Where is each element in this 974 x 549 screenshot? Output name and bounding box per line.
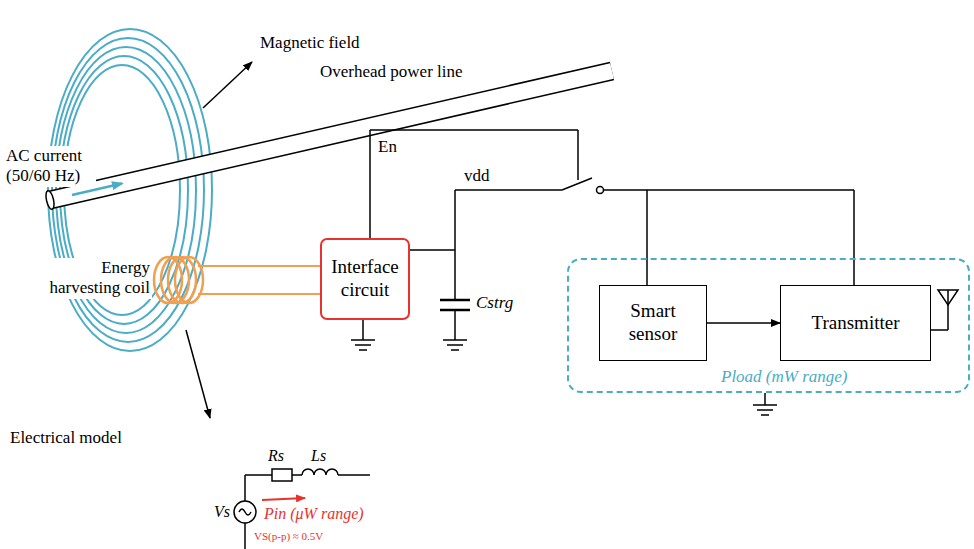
wire (245, 474, 272, 476)
ground-bar (761, 414, 769, 416)
wire (455, 189, 562, 191)
component-label: Vs (212, 502, 232, 521)
power-arrow (262, 498, 305, 500)
ground-symbol (351, 320, 375, 350)
coil-turn (168, 257, 196, 303)
harvesting-coil (154, 257, 203, 303)
wire (454, 190, 456, 300)
wire (362, 320, 364, 340)
wire (244, 523, 246, 549)
leader-arrow (186, 330, 210, 418)
node-text: Pload (mW range) (719, 367, 850, 387)
wire (292, 474, 302, 476)
component-label: Cstrg (474, 293, 515, 313)
signal-name: En (376, 137, 399, 157)
wire (853, 190, 855, 285)
wire (369, 130, 371, 238)
coil-circuit-model (234, 469, 370, 549)
switch-terminal (597, 187, 604, 194)
interface-box: Interface circuit (320, 238, 410, 320)
antenna-symbol (929, 290, 958, 330)
ground-bar (443, 339, 467, 341)
field-label: Magnetic field (258, 33, 362, 53)
signal-arrow (707, 322, 780, 324)
wire (947, 290, 949, 330)
wire (454, 310, 456, 340)
node-text: Interface circuit (322, 256, 408, 302)
ground-bar (451, 349, 459, 351)
ground-bar (351, 339, 375, 341)
leader-arrow (203, 62, 252, 108)
source-wave (239, 509, 251, 515)
switch-blade (562, 178, 592, 190)
wire (604, 189, 854, 191)
capacitor-plate (440, 299, 470, 302)
voltage-source (234, 501, 256, 523)
resistor-symbol (272, 469, 292, 481)
wire (244, 475, 246, 501)
coil-lead (198, 265, 320, 267)
component-label: Ls (309, 446, 328, 465)
voltage-note: VS(p-p) ≈ 0.5V (252, 530, 325, 543)
wire (406, 249, 455, 251)
ground-bar (447, 344, 463, 346)
ground-bar (753, 404, 777, 406)
wire (577, 130, 579, 180)
coil-lead (198, 293, 320, 295)
ground-bar (757, 409, 773, 411)
load-region: Pload (mW range) Smart sensor Transmitter (567, 258, 970, 393)
wire (929, 329, 948, 331)
power-line-outline (50, 71, 612, 200)
power-label: Pin (μW range) (262, 504, 366, 523)
line-label: Overhead power line (318, 62, 465, 82)
transmitter-box: Transmitter (780, 285, 931, 361)
current-label: AC current (50/60 Hz) (4, 146, 96, 187)
power-line-end (44, 190, 55, 210)
inductor-symbol (302, 469, 338, 475)
coil-label: Energy harvesting coil (40, 258, 152, 299)
power-line-body (50, 71, 612, 200)
node-text: Smart sensor (600, 300, 706, 346)
sensor-box: Smart sensor (599, 285, 707, 361)
wire (646, 190, 648, 285)
ground-symbol (753, 393, 777, 415)
ground-bar (355, 344, 371, 346)
wire (764, 393, 766, 405)
antenna-head (938, 290, 958, 305)
ground-bar (359, 349, 367, 351)
node-text: Transmitter (806, 312, 906, 335)
coil-turn (175, 257, 203, 303)
wire (338, 474, 370, 476)
signal-name: vdd (462, 166, 492, 186)
model-label: Electrical model (8, 428, 124, 448)
component-label: Rs (266, 446, 286, 465)
wire (370, 129, 578, 131)
